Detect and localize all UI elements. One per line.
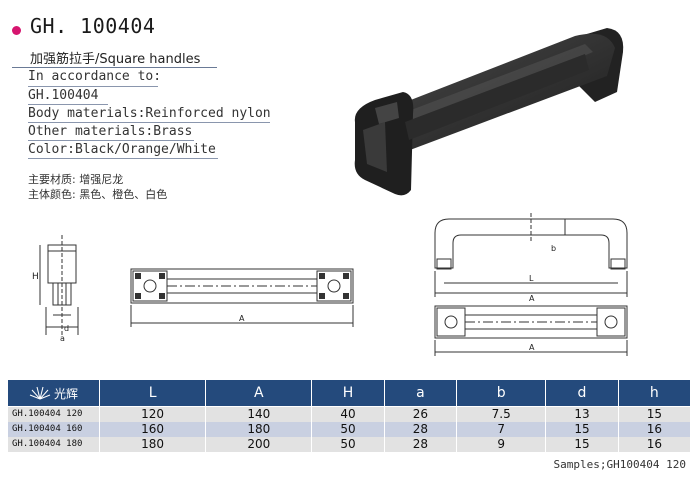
spec-divider <box>28 104 108 105</box>
table-cell: 9 <box>456 436 547 452</box>
table-row: GH.100404 120 120 140 40 26 7.5 13 15 <box>7 406 692 422</box>
cn-material: 主要材质: 增强尼龙 <box>28 173 124 186</box>
other-materials: Other materials:Brass <box>28 124 193 139</box>
table-cell: 7.5 <box>456 406 547 422</box>
product-subtitle: 加强筋拉手/Square handles <box>30 52 201 67</box>
dim-label-d: d <box>64 324 69 333</box>
bottom-view-drawing: A <box>434 305 628 356</box>
table-cell: 160 <box>98 421 207 437</box>
spec-table: 光辉 L A H a b d h GH.100404 120 120 140 4… <box>7 379 692 452</box>
col-header-A: A <box>205 379 313 407</box>
table-cell: 200 <box>205 436 313 452</box>
table-cell: 180 <box>98 436 207 452</box>
model-cell: GH.100404 120 <box>7 406 100 422</box>
table-cell: 120 <box>98 406 207 422</box>
table-row: GH.100404 160 160 180 50 28 7 15 16 <box>7 421 692 437</box>
table-header-row: 光辉 L A H a b d h <box>7 379 692 407</box>
product-title: GH. 100404 <box>30 14 156 38</box>
side-view-drawing: H d a <box>32 235 79 343</box>
table-cell: 13 <box>545 406 619 422</box>
samples-caption: Samples;GH100404 120 <box>553 458 686 471</box>
col-header-h: h <box>617 379 692 407</box>
table-cell: 7 <box>456 421 547 437</box>
table-cell: 15 <box>545 421 619 437</box>
col-header-L: L <box>98 379 207 407</box>
model-cell: GH.100404 180 <box>7 436 100 452</box>
table-cell: 50 <box>311 436 385 452</box>
table-cell: 16 <box>617 436 692 452</box>
table-cell: 40 <box>311 406 385 422</box>
col-header-a: a <box>383 379 458 407</box>
handle-product-image <box>354 28 624 196</box>
spec-divider <box>28 158 218 159</box>
table-cell: 50 <box>311 421 385 437</box>
table-cell: 26 <box>383 406 458 422</box>
table-cell: 28 <box>383 421 458 437</box>
spec-divider <box>28 86 158 87</box>
bullet-dot <box>12 26 21 35</box>
table-cell: 15 <box>617 406 692 422</box>
dim-label-a: a <box>60 334 65 343</box>
dim-label-H: H <box>32 272 39 282</box>
brand-name: 光辉 <box>53 386 78 401</box>
table-cell: 16 <box>617 421 692 437</box>
table-row: GH.100404 180 180 200 50 28 9 15 16 <box>7 436 692 452</box>
col-header-H: H <box>311 379 385 407</box>
cn-color: 主体颜色: 黑色、橙色、白色 <box>28 188 168 201</box>
top-view-drawing: A <box>130 268 354 327</box>
accordance-value: GH.100404 <box>28 88 99 103</box>
table-cell: 15 <box>545 436 619 452</box>
title-underline <box>12 67 217 68</box>
sunburst-icon <box>29 386 51 400</box>
body-materials: Body materials:Reinforced nylon <box>28 106 271 121</box>
dim-label-L: L <box>529 274 534 283</box>
table-cell: 28 <box>383 436 458 452</box>
color-spec: Color:Black/Orange/White <box>28 142 216 157</box>
spec-divider <box>28 140 194 141</box>
dim-label-A: A <box>239 314 245 323</box>
col-header-b: b <box>456 379 547 407</box>
dim-label-A3: A <box>529 343 535 352</box>
brand-logo-cell: 光辉 <box>7 379 100 407</box>
spec-divider <box>28 122 270 123</box>
front-view-drawing: b L A <box>434 213 628 303</box>
col-header-d: d <box>545 379 619 407</box>
table-cell: 180 <box>205 421 313 437</box>
accordance-label: In accordance to: <box>28 69 162 84</box>
model-cell: GH.100404 160 <box>7 421 100 437</box>
table-cell: 140 <box>205 406 313 422</box>
dim-label-b: b <box>551 244 556 253</box>
brand-logo: 光辉 <box>8 385 99 402</box>
dim-label-A2: A <box>529 294 535 303</box>
